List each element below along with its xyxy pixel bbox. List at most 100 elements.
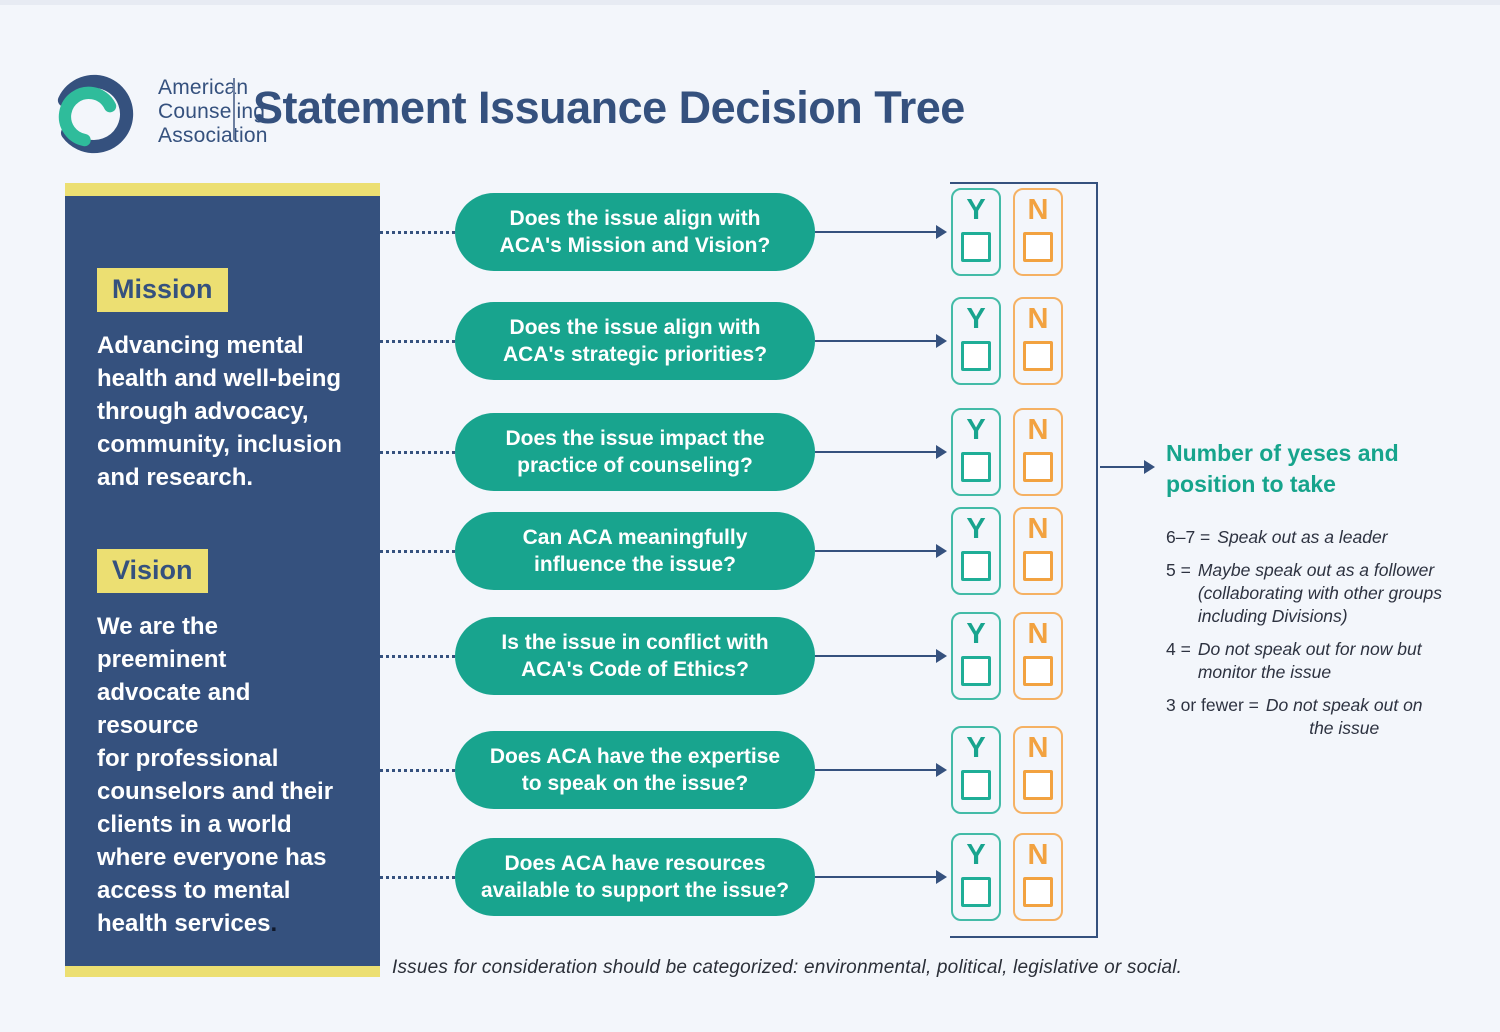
logo-line: Counseling [158, 100, 266, 123]
mission-label: Mission [97, 268, 228, 312]
results-heading: Number of yeses and position to take [1166, 440, 1399, 497]
yn-pair: Y N [951, 612, 1063, 700]
dotted-connector [380, 875, 455, 879]
yn-column-bracket [950, 182, 1098, 938]
yes-label: Y [966, 732, 986, 764]
yes-checkbox[interactable] [961, 551, 991, 581]
dotted-connector [380, 230, 455, 234]
footer-note: Issues for consideration should be categ… [392, 957, 1183, 978]
aca-logo-wordmark: American Counseling Association [158, 76, 268, 148]
decision-row: Does ACA have the expertise to speak on … [380, 718, 1080, 822]
no-card: N [1013, 612, 1063, 700]
yes-card: Y [951, 833, 1001, 921]
yes-card: Y [951, 188, 1001, 276]
no-label: N [1027, 303, 1049, 335]
dotted-connector [380, 549, 455, 553]
logo-line: American [158, 76, 249, 99]
no-label: N [1027, 513, 1049, 545]
top-strip [0, 0, 1500, 5]
dotted-connector [380, 654, 455, 658]
no-label: N [1027, 732, 1049, 764]
yes-label: Y [966, 303, 986, 335]
question-pill-1: Does the issue align with ACA's Mission … [455, 193, 815, 271]
no-card: N [1013, 726, 1063, 814]
mission-section: Mission Advancing mental health and well… [97, 268, 344, 494]
no-checkbox[interactable] [1023, 341, 1053, 371]
sidebar-accent-bottom [65, 966, 380, 977]
score-prefix: 4 = [1166, 639, 1191, 659]
score-description: Do not speak out on the issue [1265, 695, 1423, 738]
no-card: N [1013, 833, 1063, 921]
yes-checkbox[interactable] [961, 656, 991, 686]
yes-card: Y [951, 726, 1001, 814]
arrow-connector [815, 334, 947, 348]
page-title: Statement Issuance Decision Tree [253, 82, 965, 133]
results-panel: Number of yeses and position to take 6–7… [1166, 438, 1486, 750]
yes-label: Y [966, 839, 986, 871]
yes-label: Y [966, 414, 986, 446]
yes-checkbox[interactable] [961, 452, 991, 482]
dotted-connector [380, 450, 455, 454]
decision-row: Does the issue align with ACA's Mission … [380, 180, 1080, 284]
no-checkbox[interactable] [1023, 452, 1053, 482]
score-prefix: 5 = [1166, 560, 1191, 580]
score-item: 5 = Maybe speak out as a follower (colla… [1166, 559, 1486, 628]
yes-checkbox[interactable] [961, 877, 991, 907]
no-checkbox[interactable] [1023, 770, 1053, 800]
yn-pair: Y N [951, 726, 1063, 814]
yn-pair: Y N [951, 297, 1063, 385]
arrow-connector [815, 225, 947, 239]
score-description: Do not speak out for now but monitor the… [1197, 639, 1422, 682]
arrow-connector [815, 445, 947, 459]
decision-row: Does the issue impact the practice of co… [380, 400, 1080, 504]
no-card: N [1013, 408, 1063, 496]
dotted-connector [380, 768, 455, 772]
no-checkbox[interactable] [1023, 656, 1053, 686]
no-checkbox[interactable] [1023, 232, 1053, 262]
decision-row: Does the issue align with ACA's strategi… [380, 289, 1080, 393]
yes-card: Y [951, 408, 1001, 496]
no-label: N [1027, 618, 1049, 650]
vision-label: Vision [97, 549, 208, 593]
question-pill-3: Does the issue impact the practice of co… [455, 413, 815, 491]
no-checkbox[interactable] [1023, 877, 1053, 907]
arrow-connector [815, 763, 947, 777]
yes-checkbox[interactable] [961, 341, 991, 371]
yn-pair: Y N [951, 507, 1063, 595]
logo-line: Association [158, 124, 268, 147]
no-label: N [1027, 194, 1049, 226]
yes-checkbox[interactable] [961, 770, 991, 800]
question-pill-5: Is the issue in conflict with ACA's Code… [455, 617, 815, 695]
decision-row: Is the issue in conflict with ACA's Code… [380, 604, 1080, 708]
score-item: 3 or fewer = Do not speak out on the iss… [1166, 694, 1486, 740]
arrow-connector [815, 870, 947, 884]
sidebar-body: Mission Advancing mental health and well… [65, 196, 380, 966]
score-item: 4 = Do not speak out for now but monitor… [1166, 638, 1486, 684]
no-card: N [1013, 297, 1063, 385]
no-checkbox[interactable] [1023, 551, 1053, 581]
header-divider [233, 78, 235, 140]
mission-text: Advancing mental health and well-being t… [97, 332, 342, 491]
yes-checkbox[interactable] [961, 232, 991, 262]
question-pill-4: Can ACA meaningfully influence the issue… [455, 512, 815, 590]
dotted-connector [380, 339, 455, 343]
arrow-connector [815, 649, 947, 663]
decision-row: Can ACA meaningfully influence the issue… [380, 499, 1080, 603]
yes-card: Y [951, 297, 1001, 385]
yes-label: Y [966, 513, 986, 545]
question-pill-7: Does ACA have resources available to sup… [455, 838, 815, 916]
vision-period: . [270, 910, 278, 937]
yes-label: Y [966, 194, 986, 226]
score-description: Speak out as a leader [1217, 527, 1388, 547]
no-card: N [1013, 188, 1063, 276]
score-description: Maybe speak out as a follower (collabora… [1197, 560, 1442, 626]
arrow-connector [815, 544, 947, 558]
score-item: 6–7 = Speak out as a leader [1166, 526, 1486, 549]
yes-card: Y [951, 507, 1001, 595]
bracket-arrow-connector [1100, 460, 1155, 474]
mission-vision-panel: Mission Advancing mental health and well… [65, 183, 380, 977]
sidebar-accent-top [65, 183, 380, 196]
yes-label: Y [966, 618, 986, 650]
yn-pair: Y N [951, 188, 1063, 276]
vision-text-body: We are the preeminent advocate and resou… [97, 613, 334, 937]
